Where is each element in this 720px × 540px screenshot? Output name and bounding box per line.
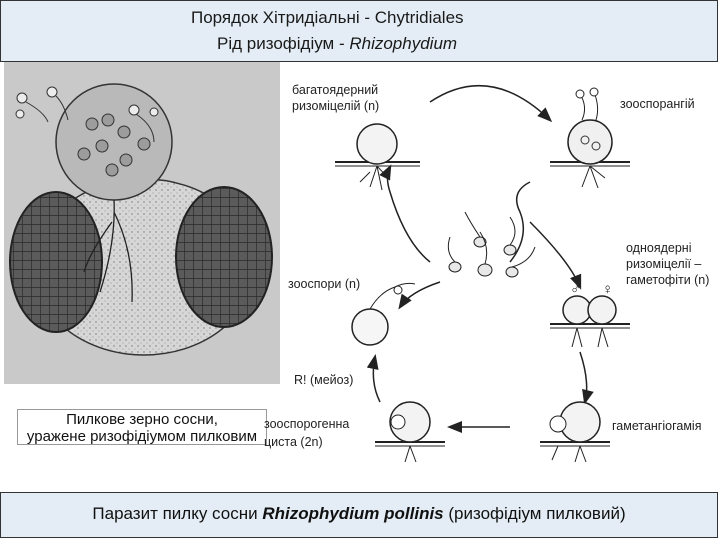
footer-suffix: (ризофідіум пилковий) [444, 504, 626, 523]
life-cycle-diagram: багатоядерний ризоміцелій (n) зооспоранг… [280, 62, 720, 492]
label-zoospores: зооспори (n) [288, 276, 360, 292]
footer-species: Rhizophydium pollinis [262, 504, 443, 523]
label-uninuclear-2: ризоміцелії – [626, 256, 701, 272]
pollen-grain-illustration: Пилкове зерно сосни, уражене ризофідіумо… [4, 62, 280, 384]
male-symbol: ♂ [570, 282, 581, 298]
photo-caption-line2: уражене ризофідіумом пилковим [18, 428, 266, 445]
gametangiogamy-figure [540, 402, 610, 462]
genus-title-latin: Rhizophydium [349, 34, 457, 53]
label-rhizomycelium: ризоміцелій (n) [292, 98, 379, 114]
zoosporangium-figure [550, 88, 630, 188]
footer-prefix: Паразит пилку сосни [92, 504, 262, 523]
photo-caption: Пилкове зерно сосни, уражене ризофідіумо… [17, 409, 267, 445]
genus-title-prefix: Рід ризофідіум - [217, 34, 349, 53]
footer-banner: Паразит пилку сосни Rhizophydium pollini… [0, 492, 718, 538]
label-uninuclear-1: одноядерні [626, 240, 691, 256]
genus-title: Рід ризофідіум - Rhizophydium [217, 34, 457, 54]
order-title: Порядок Хітридіальні - Chytridiales [191, 8, 464, 28]
label-uninuclear-3: гаметофіти (n) [626, 272, 709, 288]
label-cyst-2: циста (2n) [264, 434, 323, 450]
label-meiosis: R! (мейоз) [294, 372, 353, 388]
photo-caption-line1: Пилкове зерно сосни, [18, 411, 266, 428]
label-gametangiogamy: гаметангіогамія [612, 418, 701, 434]
label-zoosporangium: зооспорангій [620, 96, 695, 112]
arrow-to-zoospore [400, 282, 440, 307]
label-cyst-1: зооспорогенна [264, 416, 349, 432]
zoospore-attached-figure [352, 283, 415, 345]
gametophytes-figure [550, 296, 630, 347]
arrow-to-rhizomycelium [388, 167, 431, 262]
zoosporogenous-cyst-figure [375, 402, 445, 462]
rhizomycelium-figure [335, 124, 420, 190]
pollen-grain-drawing [4, 62, 280, 384]
arrow-to-gametophytes [530, 222, 580, 287]
arrow-to-gametangiogamy [580, 352, 587, 402]
label-multinucleate: багатоядерний [292, 82, 378, 98]
female-symbol: ♀ [602, 282, 613, 298]
arrow-to-zoosporangium [430, 86, 550, 120]
title-banner: Порядок Хітридіальні - Chytridiales Рід … [0, 0, 718, 62]
arrow-to-meiosis [373, 357, 380, 402]
